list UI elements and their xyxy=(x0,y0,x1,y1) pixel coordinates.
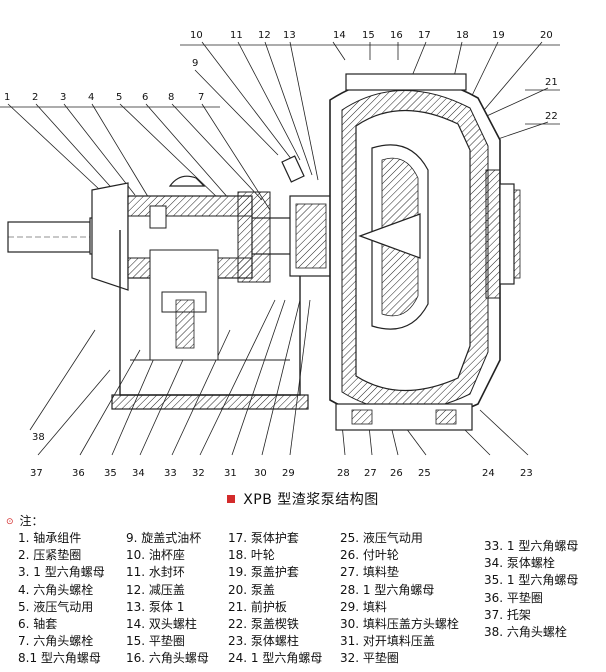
callout-5: 5 xyxy=(116,92,122,103)
legend-column-1: 1. 轴承组件 2. 压紧垫圈 3. 1 型六角螺母 4. 六角头螺栓 5. 液… xyxy=(18,530,105,668)
legend-item: 28. 1 型六角螺母 xyxy=(340,582,435,597)
callout-16: 16 xyxy=(390,30,403,41)
legend-item: 38. 六角头螺栓 xyxy=(484,625,567,640)
legend-item: 34. 泵体螺栓 xyxy=(484,556,555,571)
callout-4: 4 xyxy=(88,92,94,103)
suction-flange xyxy=(485,169,521,299)
impeller xyxy=(358,144,429,330)
callout-34: 34 xyxy=(132,468,145,479)
legend-item: 37. 托架 xyxy=(484,607,531,622)
legend-item: 23. 泵体螺柱 xyxy=(228,634,299,649)
callout-26: 26 xyxy=(390,468,403,479)
callout-labels: 10 11 12 13 14 15 16 17 18 19 20 9 21 22… xyxy=(4,30,558,479)
pump-cross-section: 10 11 12 13 14 15 16 17 18 19 20 9 21 22… xyxy=(0,30,560,479)
legend-item: 14. 双头螺柱 xyxy=(126,617,197,632)
callout-14: 14 xyxy=(333,30,346,41)
legend-item: 35. 1 型六角螺母 xyxy=(484,573,579,588)
legend-item: 19. 泵盖护套 xyxy=(228,565,299,580)
legend-item: 36. 平垫圈 xyxy=(484,590,543,605)
callout-32: 32 xyxy=(192,468,205,479)
callout-31: 31 xyxy=(224,468,237,479)
note-label: 注： xyxy=(19,514,44,528)
callout-7: 7 xyxy=(198,92,204,103)
legend-item: 16. 六角头螺母 xyxy=(126,651,209,666)
frame-pedestal xyxy=(111,230,309,410)
callout-35: 35 xyxy=(104,468,117,479)
legend-item: 30. 填料压盖方头螺栓 xyxy=(340,617,459,632)
callout-9: 9 xyxy=(192,58,198,69)
callout-27: 27 xyxy=(364,468,377,479)
legend-column-5: 33. 1 型六角螺母 34. 泵体螺栓 35. 1 型六角螺母 36. 平垫圈… xyxy=(484,538,578,641)
callout-15: 15 xyxy=(362,30,375,41)
callout-23: 23 xyxy=(520,468,533,479)
callout-18: 18 xyxy=(456,30,469,41)
legend-item: 21. 前护板 xyxy=(228,599,287,614)
legend-item: 9. 旋盖式油杯 xyxy=(126,531,202,545)
callout-6: 6 xyxy=(142,92,148,103)
callout-12: 12 xyxy=(258,30,271,41)
callout-10: 10 xyxy=(190,30,203,41)
legend-item: 17. 泵体护套 xyxy=(228,531,299,545)
legend-column-4: 25. 液压气动用 26. 付叶轮 27. 填料垫 28. 1 型六角螺母 29… xyxy=(340,530,459,668)
red-square-icon xyxy=(227,495,236,503)
legend-item: 12. 减压盖 xyxy=(126,582,185,597)
callout-22: 22 xyxy=(545,111,558,122)
legend-item: 1. 轴承组件 xyxy=(18,531,82,545)
leader-lines xyxy=(7,41,549,456)
legend-column-2: 9. 旋盖式油杯 10. 油杯座 11. 水封环 12. 减压盖 13. 泵体 … xyxy=(126,530,209,668)
legend-item: 5. 液压气动用 xyxy=(18,599,94,614)
legend-item: 13. 泵体 1 xyxy=(126,599,185,614)
callout-24: 24 xyxy=(482,468,495,479)
diagram-title: XPB 型渣浆泵结构图 xyxy=(0,489,606,509)
callout-36: 36 xyxy=(72,468,85,479)
legend-item: 7. 六角头螺栓 xyxy=(18,634,94,649)
legend-item: 8.1 型六角螺母 xyxy=(18,651,101,666)
callout-38: 38 xyxy=(32,432,45,443)
legend-item: 26. 付叶轮 xyxy=(340,548,399,563)
callout-30: 30 xyxy=(254,468,267,479)
title-text: XPB 型渣浆泵结构图 xyxy=(243,492,379,508)
callout-8: 8 xyxy=(168,92,174,103)
legend-item: 11. 水封环 xyxy=(126,565,185,580)
legend-item: 20. 泵盖 xyxy=(228,582,275,597)
bullet-icon: ⊙ xyxy=(6,517,14,527)
legend-item: 18. 叶轮 xyxy=(228,548,275,563)
legend-item: 4. 六角头螺栓 xyxy=(18,582,94,597)
callout-rules xyxy=(0,44,560,125)
legend-item: 25. 液压气动用 xyxy=(340,531,423,545)
callout-19: 19 xyxy=(492,30,505,41)
callout-1: 1 xyxy=(4,92,10,103)
legend-item: 3. 1 型六角螺母 xyxy=(18,565,105,580)
callout-17: 17 xyxy=(418,30,431,41)
legend-item: 22. 泵盖楔铁 xyxy=(228,617,299,632)
callout-13: 13 xyxy=(283,30,296,41)
callout-37: 37 xyxy=(30,468,43,479)
legend-item: 27. 填料垫 xyxy=(340,565,399,580)
note-heading: ⊙ 注： xyxy=(6,512,44,529)
callout-33: 33 xyxy=(164,468,177,479)
callout-11: 11 xyxy=(230,30,243,41)
callout-25: 25 xyxy=(418,468,431,479)
legend-item: 24. 1 型六角螺母 xyxy=(228,651,323,666)
legend-item: 15. 平垫圈 xyxy=(126,634,185,649)
callout-20: 20 xyxy=(540,30,553,41)
callout-3: 3 xyxy=(60,92,66,103)
callout-28: 28 xyxy=(337,468,350,479)
legend-item: 31. 对开填料压盖 xyxy=(340,634,435,649)
legend-item: 32. 平垫圈 xyxy=(340,651,399,666)
callout-2: 2 xyxy=(32,92,38,103)
legend-item: 29. 填料 xyxy=(340,599,387,614)
legend-item: 6. 轴套 xyxy=(18,617,58,632)
callout-21: 21 xyxy=(545,77,558,88)
callout-29: 29 xyxy=(282,468,295,479)
legend-item: 10. 油杯座 xyxy=(126,548,185,563)
legend-item: 33. 1 型六角螺母 xyxy=(484,539,579,553)
legend-column-3: 17. 泵体护套 18. 叶轮 19. 泵盖护套 20. 泵盖 21. 前护板 … xyxy=(228,530,322,668)
legend-item: 2. 压紧垫圈 xyxy=(18,548,82,563)
